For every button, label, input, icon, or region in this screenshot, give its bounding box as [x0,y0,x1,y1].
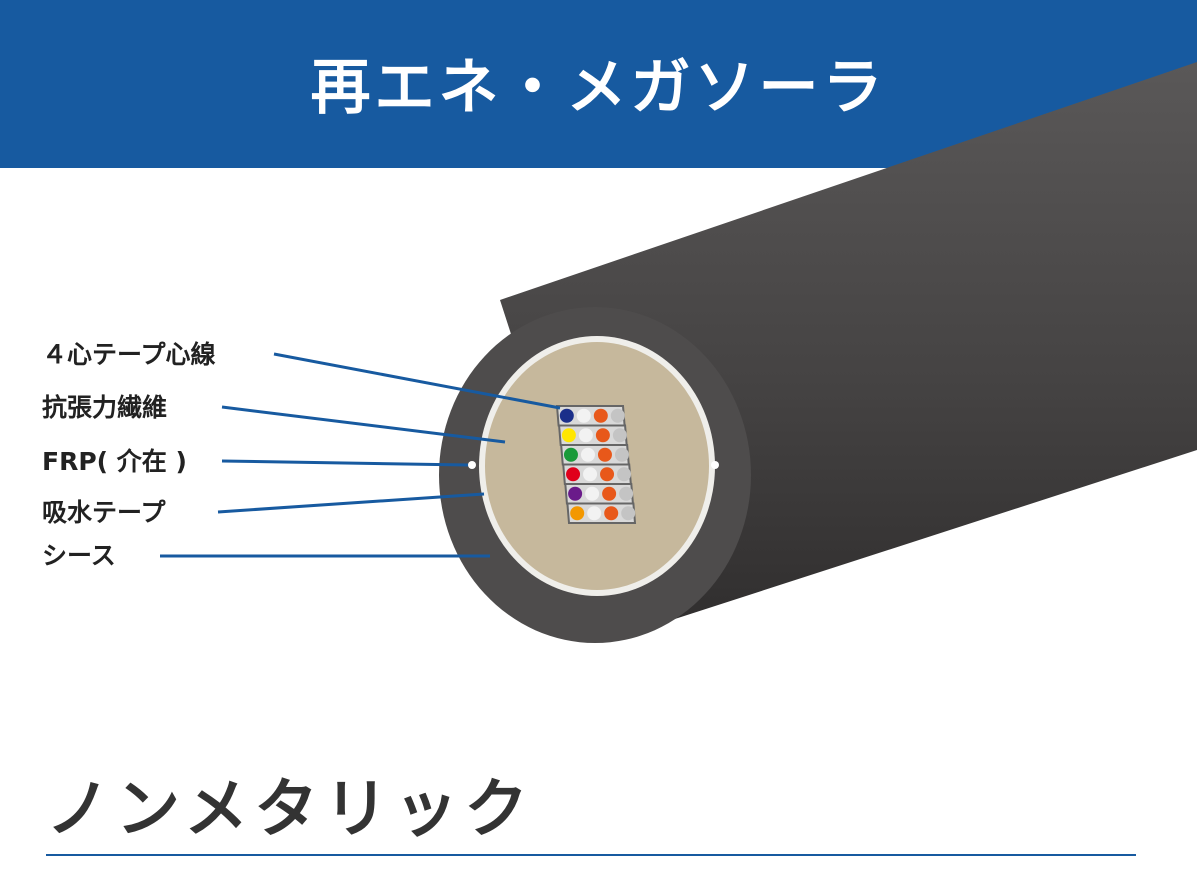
fiber-1-2 [576,408,591,423]
fiber-6-4 [621,506,636,521]
fiber-4-2 [583,467,598,482]
fiber-2-4 [612,428,627,443]
fiber-2-2 [578,428,593,443]
fiber-4-1 [566,467,581,482]
frp-member-left [468,461,476,469]
fiber-1-4 [610,408,625,423]
fiber-3-2 [580,447,595,462]
fiber-5-1 [568,486,583,501]
fiber-5-3 [602,486,617,501]
ribbon-stack [555,405,637,524]
leader-waterblock [217,492,485,514]
frp-member-right [711,461,719,469]
label-frp: FRP( 介在 ) [42,447,187,476]
fiber-1-3 [593,408,608,423]
fiber-6-3 [604,506,619,521]
fiber-3-3 [597,447,612,462]
label-sheath: シース [42,541,116,570]
page-title: 再エネ・メガソーラ [310,52,887,123]
fiber-2-3 [595,428,610,443]
fiber-5-4 [619,486,634,501]
fiber-3-4 [614,447,629,462]
fiber-4-3 [600,467,615,482]
label-tensile-fiber: 抗張力繊維 [42,393,168,422]
fiber-1-1 [559,408,574,423]
fiber-6-2 [587,506,602,521]
fiber-6-1 [570,506,585,521]
leader-tensile [221,405,506,444]
fiber-5-2 [585,486,600,501]
leader-frp [221,459,469,467]
fiber-3-1 [563,447,578,462]
fiber-2-1 [561,428,576,443]
fiber-4-4 [617,467,632,482]
bottom-rule [46,854,1136,856]
label-water-blocking-tape: 吸水テープ [42,498,166,527]
label-ribbon-fiber: ４心テープ心線 [42,340,216,369]
leader-ribbon [273,352,561,410]
product-type-heading: ノンメタリック [46,773,535,847]
